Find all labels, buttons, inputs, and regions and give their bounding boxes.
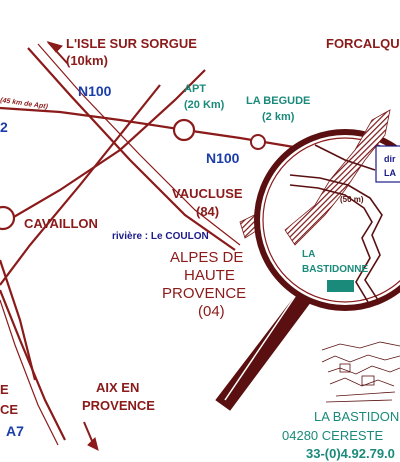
label-road-2: 2 (0, 119, 8, 135)
label-left-e: E (0, 382, 9, 397)
town-apt-marker (172, 118, 196, 142)
footer-phone: 33-(0)4.92.79.0 (306, 446, 395, 461)
label-inset-dir: dir (384, 154, 396, 164)
town-cavaillon-marker (0, 205, 16, 231)
label-cavaillon: CAVAILLON (24, 216, 98, 231)
label-aix-1: AIX EN (96, 380, 139, 395)
footer-name: LA BASTIDONNE (314, 409, 400, 424)
inset-direction-box (375, 145, 400, 183)
label-inset-la: LA (384, 168, 396, 178)
label-left-ce: CE (0, 402, 18, 417)
label-alpes-num: (04) (198, 303, 225, 320)
bastidonne-marker (327, 280, 354, 292)
town-la-begude-marker (250, 134, 266, 150)
label-aix-2: PROVENCE (82, 398, 155, 413)
label-apt-dist: (20 Km) (184, 99, 225, 111)
label-la-begude-dist: (2 km) (262, 111, 295, 123)
label-apt: APT (184, 83, 206, 95)
road-network (0, 43, 301, 446)
label-alpes-2: HAUTE (184, 267, 235, 284)
label-bastidonne-1: LA (302, 249, 315, 260)
label-lisle-dist: (10km) (66, 53, 108, 68)
arrows (46, 41, 99, 451)
label-vaucluse-num: (84) (196, 204, 219, 219)
label-alpes-3: PROVENCE (162, 285, 246, 302)
label-vaucluse: VAUCLUSE (172, 186, 243, 201)
label-a7: A7 (6, 423, 24, 439)
road-lisle (27, 47, 236, 251)
footer-address: 04280 CERESTE (282, 428, 383, 443)
label-n100-mid: N100 (206, 150, 240, 166)
label-la-begude: LA BEGUDE (246, 95, 310, 107)
road-cavaillon-apt (0, 69, 206, 226)
inset-river (284, 109, 391, 246)
label-inset-dist: (50 m) (340, 195, 364, 204)
road-aix (0, 259, 37, 381)
road-cavaillon-aix (0, 84, 161, 286)
label-forcalquier: FORCALQUIER (326, 36, 400, 51)
label-riviere: rivière : Le COULON (112, 231, 209, 242)
village-sketch (321, 341, 400, 403)
inset-road (289, 144, 383, 303)
label-alpes-1: ALPES DE (170, 249, 243, 266)
label-bastidonne-2: BASTIDONNE (302, 264, 368, 275)
label-n100-top: N100 (78, 83, 112, 99)
road-a7 (0, 289, 66, 441)
road-n100 (0, 106, 301, 150)
label-lisle: L'ISLE SUR SORGUE (66, 36, 197, 51)
